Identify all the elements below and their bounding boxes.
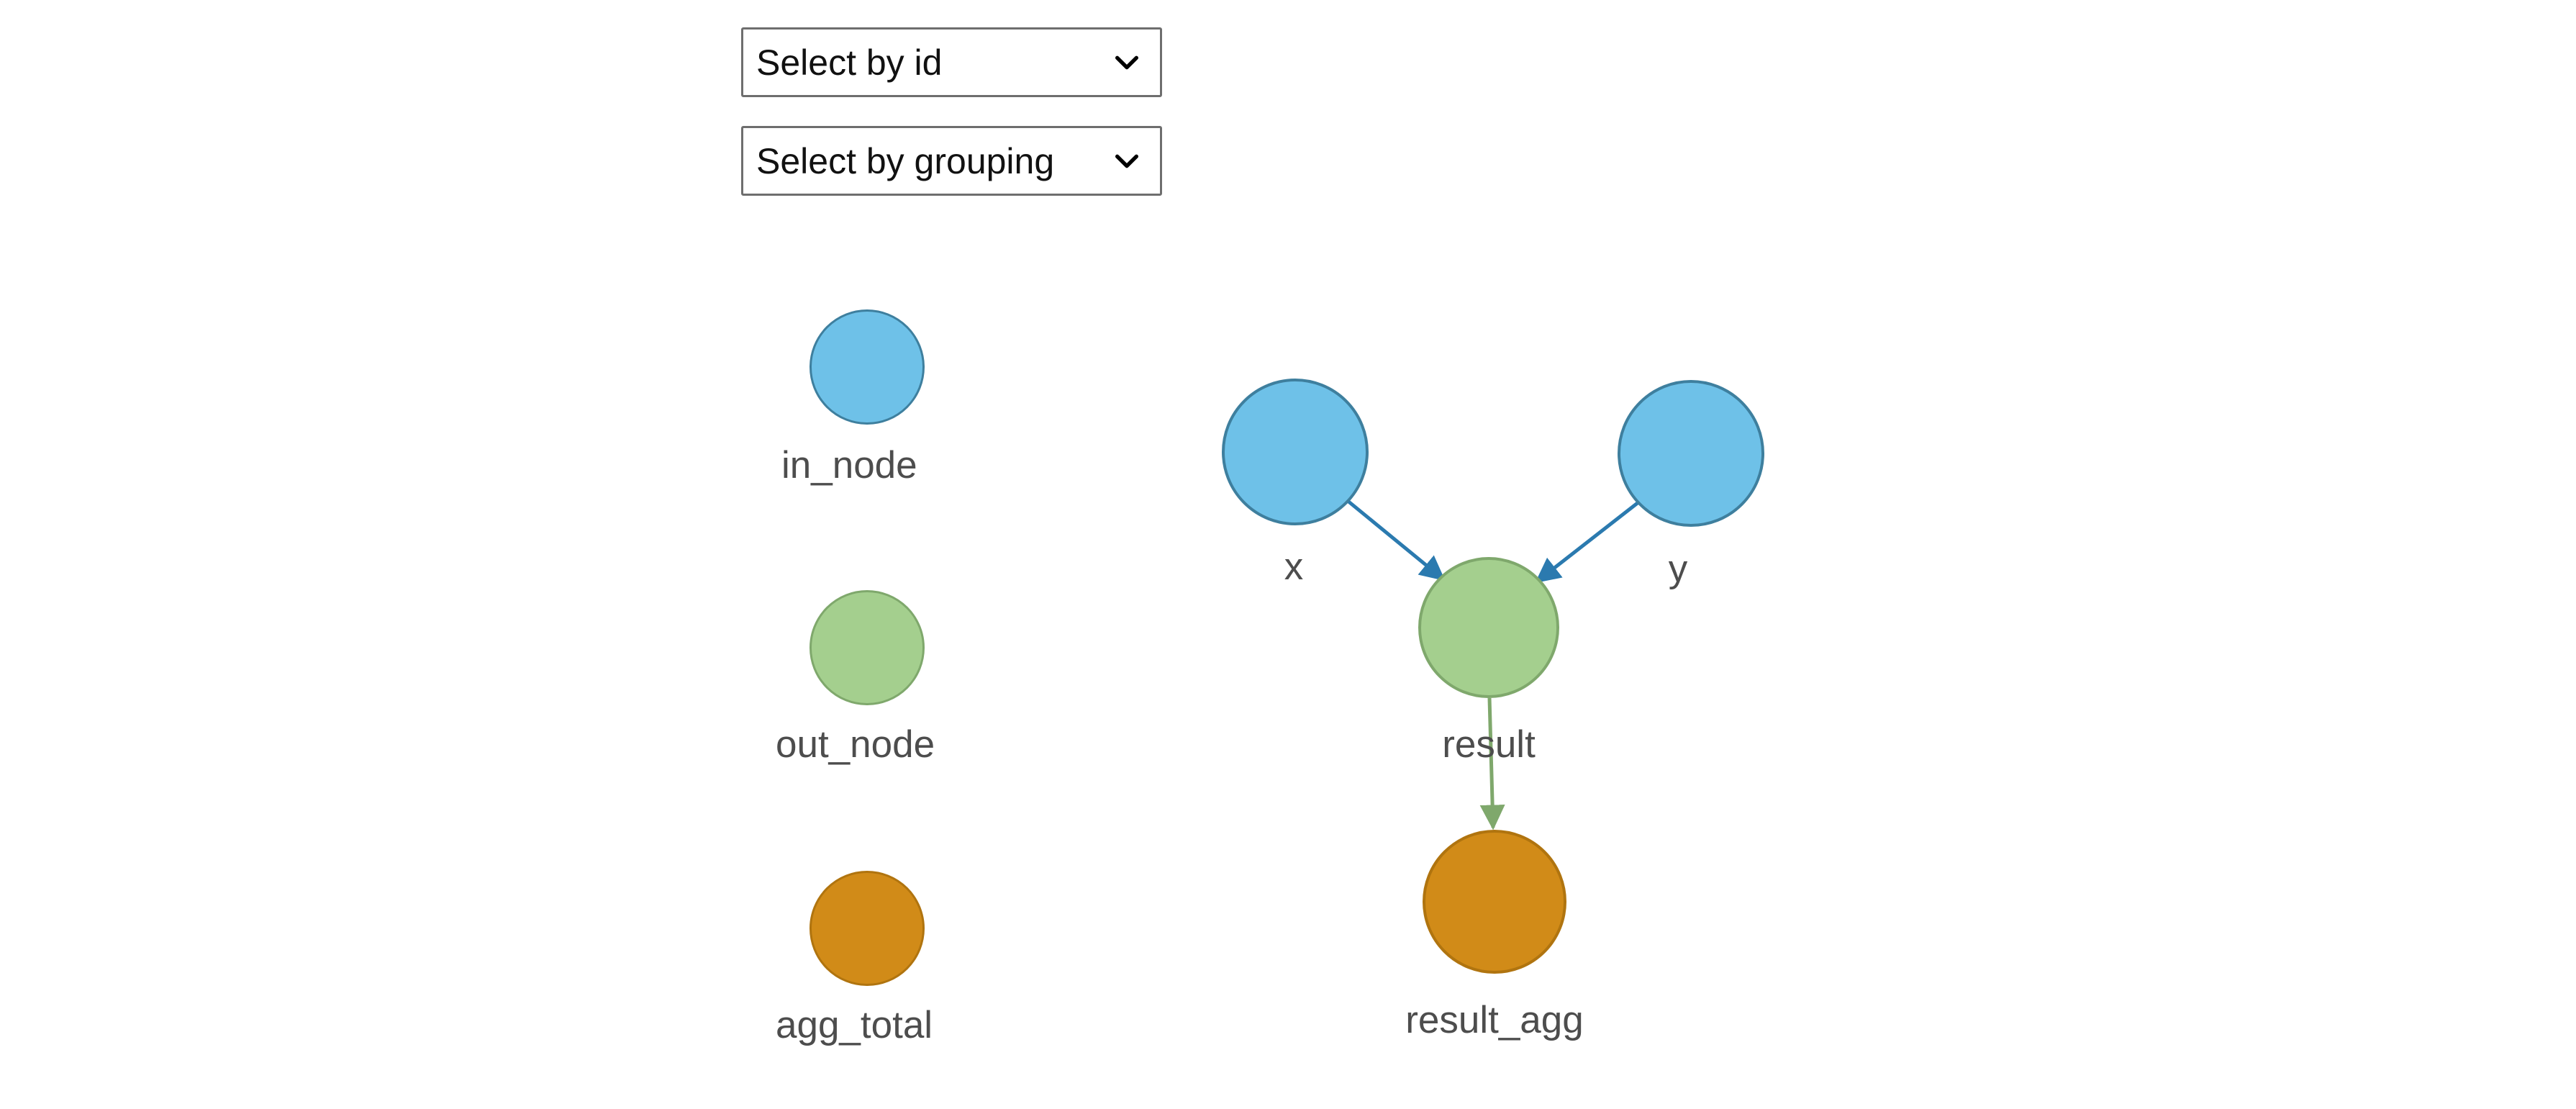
legend-label-out-node: out_node: [776, 723, 935, 766]
graph-node-result[interactable]: [1418, 557, 1559, 698]
edge-label-x: x: [1284, 546, 1304, 588]
node-label-result-agg: result_agg: [1405, 999, 1584, 1041]
edge-y-to-result[interactable]: [1535, 501, 1640, 584]
graph-edges: [1346, 499, 1640, 830]
edge-result-to-result-agg[interactable]: [1479, 697, 1505, 830]
edge-x-to-result[interactable]: [1346, 499, 1446, 581]
graph-node-x[interactable]: [1222, 379, 1369, 525]
out-node-swatch-icon: [809, 590, 925, 705]
legend-label-in-node: in_node: [781, 444, 917, 486]
graph-node-result-agg[interactable]: [1423, 830, 1566, 974]
graph-nodes: [1222, 379, 1764, 974]
in-node-swatch-icon: [809, 309, 925, 425]
agg-total-swatch-icon: [809, 871, 925, 986]
edge-label-y: y: [1669, 548, 1688, 590]
controls-panel: Select by id Select by grouping: [741, 27, 1173, 225]
graph-node-y[interactable]: [1618, 380, 1764, 527]
graph-edge-labels: x y result: [1284, 546, 1688, 766]
edge-label-result: result: [1442, 723, 1536, 766]
select-by-id-dropdown[interactable]: Select by id: [741, 27, 1162, 97]
legend-label-agg-total: agg_total: [776, 1004, 933, 1046]
select-by-grouping-value: Select by grouping: [756, 140, 1055, 181]
select-by-id-value: Select by id: [756, 42, 943, 83]
graph-node-labels: result_agg: [1405, 999, 1584, 1041]
select-by-grouping-dropdown[interactable]: Select by grouping: [741, 126, 1162, 196]
